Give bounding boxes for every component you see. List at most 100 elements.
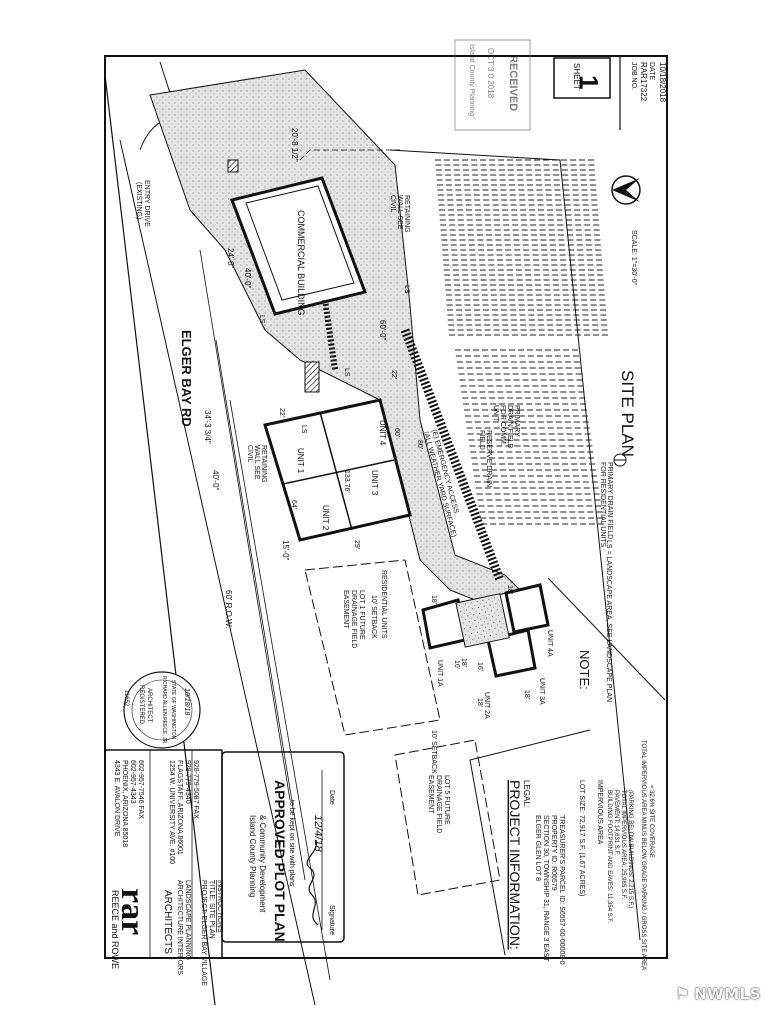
- approved-plot-plan: APPROVED PLOT PLAN: [272, 780, 288, 942]
- entry-drive-l1: ENTRY DRIVE: [143, 180, 150, 227]
- dim-64: 64': [290, 500, 297, 509]
- job-no-label: JOB NO.: [630, 62, 637, 90]
- dim-22: 22': [278, 408, 285, 417]
- project-name: PROJECT: ELGER BAY VILLAGE: [200, 880, 207, 986]
- note-heading: NOTE:: [577, 650, 592, 690]
- svg-text:DRAINAGE FIELD: DRAINAGE FIELD: [435, 775, 442, 833]
- ls-label-2: LS: [300, 425, 307, 434]
- dim-60: 60'-0": [378, 320, 387, 341]
- svg-text:Island County Planning: Island County Planning: [468, 44, 475, 116]
- svg-text:CIVIL: CIVIL: [389, 195, 396, 213]
- ls-label-4: LS: [343, 368, 350, 377]
- firm-logo: rar: [114, 888, 151, 935]
- unit-1a-label: UNIT 1A: [436, 660, 443, 687]
- svg-text:TREASURER'S PARCEL ID: S6557-0: TREASURER'S PARCEL ID: S6557-00-00008-0: [558, 815, 565, 965]
- svg-text:& Community Development: & Community Development: [258, 815, 267, 913]
- svg-text:STATE OF WASHINGTON: STATE OF WASHINGTON: [170, 680, 176, 740]
- drain-fields: [435, 159, 608, 525]
- drain-field-labels: RESERVE DRAIN FIELD PRIMARY DRAIN FIELD …: [478, 405, 613, 548]
- north-arrow-icon: [611, 175, 641, 205]
- svg-text:= 32.6% SITE COVERAGE: = 32.6% SITE COVERAGE: [648, 785, 654, 858]
- unit-4a-label: UNIT 4A: [546, 630, 553, 657]
- commercial-building-label: COMMERCIAL BUILDING: [296, 210, 306, 316]
- ls-label-3: LS: [403, 285, 410, 294]
- svg-text:11652: 11652: [123, 690, 129, 707]
- svg-text:928-779-4340: 928-779-4340: [184, 760, 191, 804]
- architect-seal: 11652 REGISTERED ARCHITECT RICHARD ALLEN…: [123, 671, 201, 749]
- unit-1-label: UNIT 1: [296, 448, 305, 474]
- sheet-border: [104, 55, 668, 959]
- date-label: DATE: [648, 62, 655, 80]
- date-value: 10/18/2018: [658, 62, 667, 103]
- entry-drive-l2: (EXISTING): [135, 182, 142, 219]
- firm-sub: ARCHITECTS: [162, 890, 173, 954]
- svg-text:SECTION 30, TOWNSHIP 31, RANGE: SECTION 30, TOWNSHIP 31, RANGE 3 EAST: [542, 815, 549, 962]
- sheet-number: 1: [574, 75, 604, 89]
- dim-16b: 16': [476, 662, 483, 671]
- setback-2: 10' SETBACK: [430, 730, 437, 774]
- svg-text:CIVIL: CIVIL: [246, 445, 253, 463]
- svg-text:SITE PLAN: SITE PLAN: [618, 370, 637, 457]
- svg-text:1254 W. UNIVERSITY AVE. #100: 1254 W. UNIVERSITY AVE. #100: [168, 760, 175, 864]
- retaining-wall-note-top: RETAINING WALL SEE CIVIL: [389, 195, 410, 233]
- residential-building-main: UNIT 1 UNIT 2 UNIT 3 UNIT 4 133.76' 64' …: [263, 370, 423, 549]
- svg-text:PRIMARY DRAIN FIELD: PRIMARY DRAIN FIELD: [606, 462, 613, 539]
- svg-text:PROPERTY ID: R06579: PROPERTY ID: R06579: [550, 815, 557, 891]
- svg-text:LEGAL:: LEGAL:: [522, 780, 531, 808]
- dim-18b: 18': [460, 658, 467, 667]
- dim-20: 20'-8 1/2": [290, 128, 299, 162]
- unit-3-label: UNIT 3: [370, 470, 379, 496]
- ls-note: LS = LANDSCAPE AREA, SEE LANDSCAPE PLAN: [605, 540, 612, 702]
- svg-text:602-957-7546 FAX: 602-957-7546 FAX: [137, 760, 144, 819]
- svg-text:FOR RESIDENTIAL UNITS: FOR RESIDENTIAL UNITS: [599, 462, 606, 548]
- svg-text:EASEMENT: EASEMENT: [427, 775, 434, 814]
- svg-text:928-779-5087 FAX: 928-779-5087 FAX: [192, 760, 199, 819]
- svg-text:EASEMENT: EASEMENT: [342, 590, 349, 629]
- svg-text:602-957-4343: 602-957-4343: [129, 760, 136, 804]
- dim-133: 133.76': [343, 470, 350, 493]
- svg-text:UNIT: UNIT: [492, 405, 499, 422]
- svg-text:FOR COMM.: FOR COMM.: [499, 405, 506, 446]
- unit-3a-label: UNIT 3A: [538, 678, 545, 705]
- road-name: ELGER BAY RD: [179, 330, 194, 427]
- dim-34: 34'-3 3/4": [203, 410, 212, 444]
- project-info-heading: PROJECT INFORMATION:: [507, 780, 523, 950]
- nwmls-watermark: ⚑ NWMLS: [675, 984, 761, 1003]
- retaining-wall-note-mid: RETAINING WALL SEE CIVIL: [246, 445, 267, 483]
- lot-1-easement: LOT 1 FUTURE DRAINAGE FIELD EASEMENT: [304, 559, 441, 736]
- firm-block: REECE and ROWE rar ARCHITECTS 4343 E. AV…: [105, 749, 223, 986]
- residential-units-small: UNIT 1A UNIT 2A UNIT 3A UNIT 4A 18' 18' …: [421, 583, 553, 719]
- approval-date: 12/4/18: [312, 815, 324, 853]
- job-no: RAR17322: [639, 62, 648, 102]
- svg-text:RESERVE DRAIN: RESERVE DRAIN: [485, 430, 492, 487]
- residential-units-label: RESIDENTIAL UNITS: [380, 570, 387, 639]
- svg-text:RETAINING: RETAINING: [260, 445, 267, 483]
- dim-18c: 18': [476, 698, 483, 707]
- svg-text:ARCHITECT: ARCHITECT: [146, 688, 152, 723]
- svg-text:DRAIN FIELD: DRAIN FIELD: [506, 405, 513, 449]
- svg-text:FIELD: FIELD: [478, 430, 485, 450]
- signature-label: Signature: [328, 905, 335, 935]
- dim-18d: 18': [523, 690, 530, 699]
- dim-80: 80': [416, 440, 423, 449]
- svg-text:Island County Planning: Island County Planning: [248, 815, 257, 897]
- dim-22b: 22': [390, 370, 397, 379]
- site-plan-title: SITE PLAN SCALE: 1"=30'-0": [613, 230, 637, 467]
- dim-18e: 18': [506, 585, 513, 594]
- svg-text:RICHARD ALLEN REECE, JR.: RICHARD ALLEN REECE, JR.: [161, 676, 167, 745]
- dim-18a: 18': [430, 595, 437, 604]
- dim-24: 24'-0": [226, 248, 235, 269]
- svg-text:BUILDING FOOTPRINT AND EAVES:: BUILDING FOOTPRINT AND EAVES: 11,354 S.F…: [606, 790, 612, 923]
- ls-label-1: LS: [258, 315, 265, 324]
- scale-label: SCALE: 1"=30'-0": [630, 230, 637, 286]
- firm-name: REECE and ROWE: [110, 890, 120, 969]
- approval-stamp: Island County Planning & Community Devel…: [221, 751, 345, 943]
- svg-text:PAVEMENT: 14,631 S.F.: PAVEMENT: 14,631 S.F.: [613, 790, 619, 855]
- received-stamp: Island County Planning OCT 3 0 2018 RECE…: [454, 39, 531, 131]
- svg-text:REGISTERED: REGISTERED: [138, 685, 144, 725]
- svg-text:DRAINAGE FIELD: DRAINAGE FIELD: [350, 590, 357, 648]
- sheet-title: TITLE: SITE PLAN: [208, 880, 215, 939]
- svg-text:IMPERVIOUS AREA: IMPERVIOUS AREA: [596, 780, 603, 845]
- row-label: 60' R.O.W.: [224, 590, 233, 628]
- svg-text:WALL SEE: WALL SEE: [396, 195, 403, 230]
